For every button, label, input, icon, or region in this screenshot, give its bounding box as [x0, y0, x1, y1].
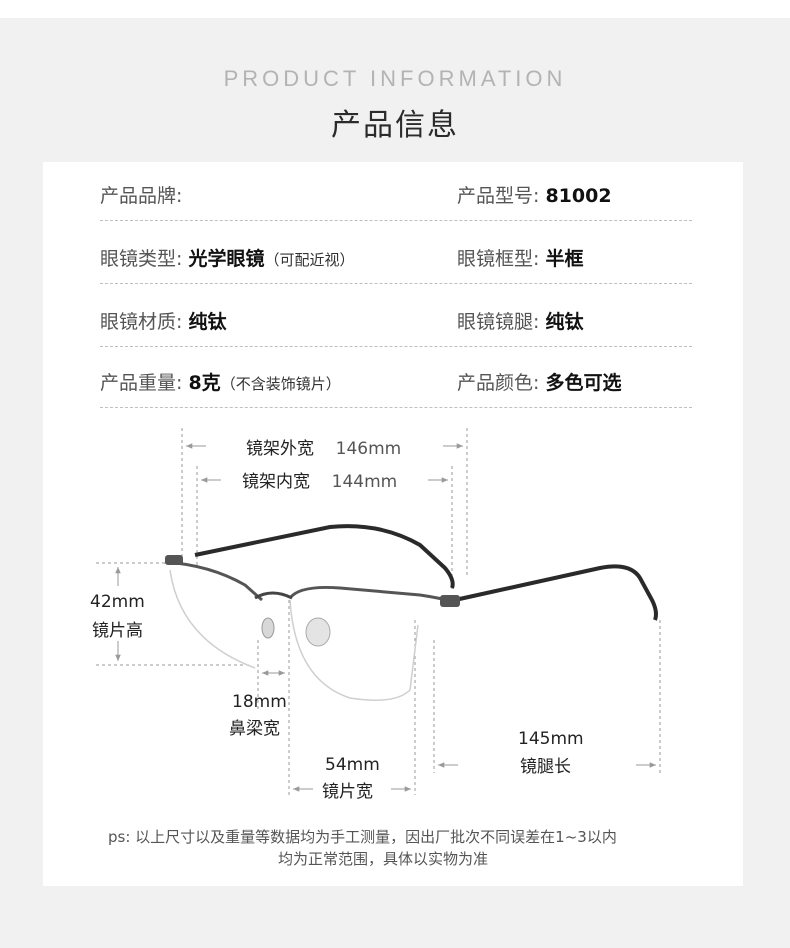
spec-row: 产品重量: 8克（不含装饰镜片） 产品颜色: 多色可选 [100, 345, 692, 408]
near-temple [454, 564, 658, 621]
spec-row: 产品品牌: 产品型号: 81002 [100, 158, 692, 221]
note-line-1: ps: 以上尺寸以及重量等数据均为手工测量，因出厂批次不同误差在1~3以内 [108, 828, 617, 846]
spec-right: 产品型号: 81002 [457, 185, 612, 207]
left-lens-edge [169, 569, 256, 669]
spec-row: 眼镜类型: 光学眼镜（可配近视） 眼镜框型: 半框 [100, 221, 692, 284]
spec-row: 眼镜材质: 纯钛 眼镜镜腿: 纯钛 [100, 284, 692, 347]
lens-width-label: 镜片宽 [322, 782, 373, 802]
dimension-lines [96, 428, 661, 795]
spec-right: 眼镜框型: 半框 [457, 248, 584, 270]
spec-left: 眼镜材质: 纯钛 [100, 311, 227, 333]
info-card [43, 162, 743, 886]
lens-height-value: 42mm [90, 592, 145, 612]
right-lens-edge [289, 599, 419, 701]
page-title: 产品信息 [331, 108, 459, 143]
temple-length-label: 镜腿长 [520, 757, 571, 777]
nose-pad-right [305, 617, 331, 647]
inner-width-label: 镜架内宽 144mm [242, 472, 398, 492]
lens-width-value: 54mm [325, 755, 380, 775]
bridge [254, 591, 293, 600]
outer-width-label: 镜架外宽 146mm [246, 439, 402, 459]
temple-length-value: 145mm [518, 729, 584, 749]
left-rim [164, 560, 263, 602]
spec-left: 产品重量: 8克（不含装饰镜片） [100, 372, 341, 394]
spec-left: 眼镜类型: 光学眼镜（可配近视） [100, 248, 355, 270]
nose-pad-left [261, 617, 275, 639]
spec-left: 产品品牌: [100, 185, 183, 207]
spec-right: 眼镜镜腿: 纯钛 [457, 311, 584, 333]
right-rim [288, 586, 456, 604]
spec-right: 产品颜色: 多色可选 [457, 372, 622, 394]
top-band [0, 0, 790, 18]
english-title: PRODUCT INFORMATION [223, 66, 567, 91]
hinge-right [440, 595, 460, 607]
far-temple [194, 524, 455, 589]
bridge-width-value: 18mm [232, 692, 287, 712]
lens-height-label: 镜片高 [92, 621, 143, 641]
bridge-width-label: 鼻梁宽 [229, 719, 280, 739]
hinge-left [165, 555, 183, 565]
measurement-note: ps: 以上尺寸以及重量等数据均为手工测量，因出厂批次不同误差在1~3以内 均为… [108, 826, 708, 870]
note-line-2: 均为正常范围，具体以实物为准 [278, 850, 489, 868]
